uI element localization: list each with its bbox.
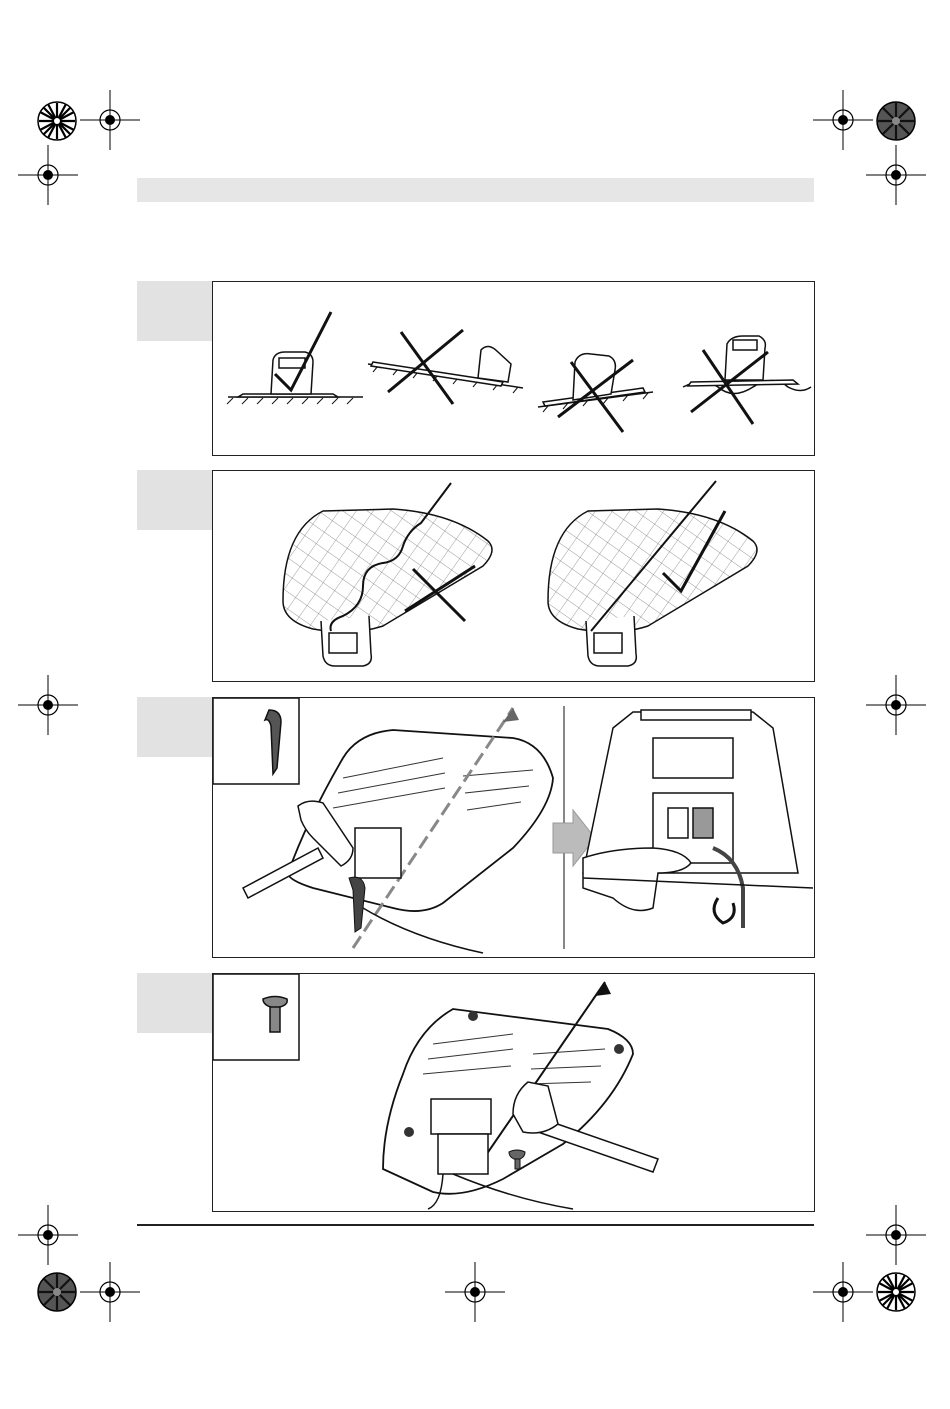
registration-mark-right-middle [866,675,926,735]
peg-inset-box [213,698,299,784]
registration-mark-right-upper [866,145,926,205]
step-panel-1 [212,281,815,456]
base-plate-correct [548,509,757,666]
registration-mark-bottom-right [813,1262,873,1322]
registration-mark-bottom-center [445,1262,505,1322]
mower-placement-illustration [213,282,814,455]
scene-uneven-wrong [683,336,811,394]
rosette-top-right [876,101,916,141]
fix-base-plate-illustration [213,974,814,1211]
step-panel-3 [212,697,815,958]
registration-mark-left-upper [18,145,78,205]
registration-mark-top-right [813,90,873,150]
registration-mark-top-left [80,90,140,150]
base-plate-wrong [283,509,492,666]
scene-slope-wrong [368,346,523,393]
registration-mark-left-middle [18,675,78,735]
wire-routing-illustration [213,471,814,681]
step-tab-3 [137,697,212,757]
peg-hammer-connect-illustration [213,698,814,957]
scene-bump-wrong [538,354,653,412]
peg-hole [468,1011,478,1021]
step-panel-4 [212,973,815,1212]
peg-hole [614,1044,624,1054]
step-tab-4 [137,973,212,1033]
step-tab-2 [137,470,212,530]
peg-hole [404,1127,414,1137]
rosette-bottom-left [37,1272,77,1312]
rosette-top-left [37,101,77,141]
footer-rule [137,1224,814,1226]
screw-inset-box [213,974,299,1060]
scene-flat-correct [227,352,363,404]
base-plate-top [383,1009,633,1194]
step-panel-2 [212,470,815,682]
step-tab-1 [137,281,212,341]
header-band [137,178,814,202]
charging-station-front [583,710,798,873]
registration-mark-bottom-left [80,1262,140,1322]
registration-mark-right-lower [866,1205,926,1265]
rosette-bottom-right [876,1272,916,1312]
registration-mark-left-lower [18,1205,78,1265]
